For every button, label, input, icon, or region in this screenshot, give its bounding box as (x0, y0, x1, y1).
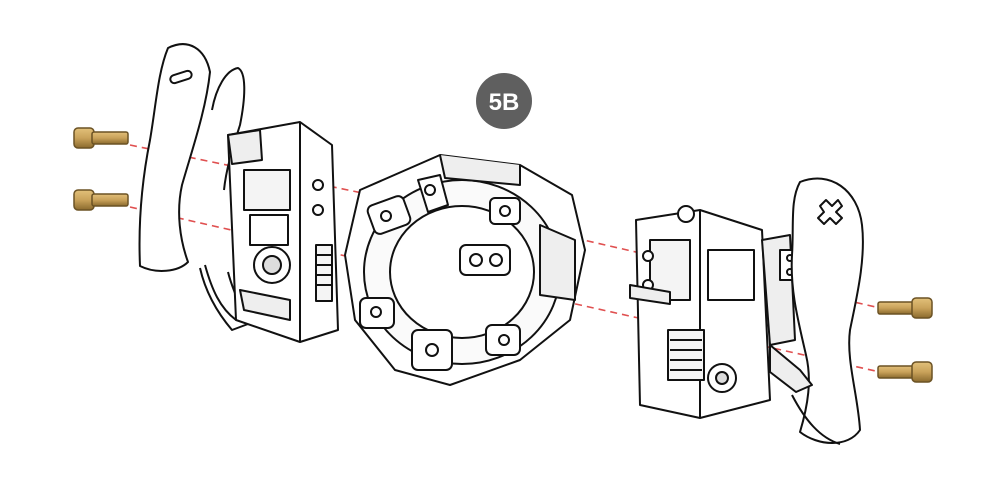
step-badge-circle (476, 73, 532, 129)
paddle-right (769, 177, 864, 445)
screw-left-lower (73, 189, 129, 211)
screw-right-upper (877, 297, 933, 319)
step-badge-label: 5B (489, 89, 520, 116)
paddle-right-cross-slot (817, 199, 843, 225)
screw-left-upper (73, 127, 129, 149)
central-hub (344, 154, 586, 386)
shifter-module-left (204, 121, 339, 343)
step-badge: 5B (476, 73, 532, 129)
paddle-left-slot (169, 69, 193, 85)
shifter-module-right (629, 205, 801, 419)
screw-right-lower (877, 361, 933, 383)
